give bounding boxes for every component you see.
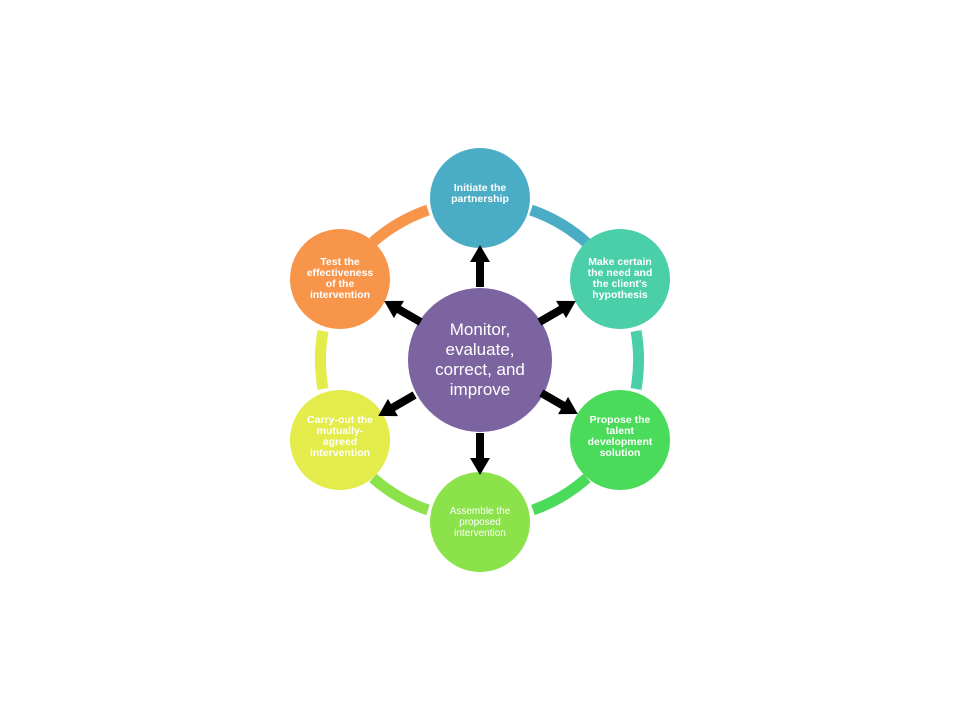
node-label-assemble: Assemble the proposed intervention — [430, 472, 530, 572]
arrow-to-test — [384, 300, 423, 326]
node-label-initiate: Initiate the partnership — [430, 148, 530, 248]
node-text-propose: Propose the talent development solution — [587, 414, 653, 459]
arc-assemble-to-carry-out — [369, 473, 430, 516]
arc-test-to-initiate — [369, 204, 430, 247]
node-circles — [290, 148, 670, 572]
node-text-test: Test the effectiveness of the interventi… — [306, 256, 374, 301]
center-circle — [408, 288, 552, 432]
node-label-test: Test the effectiveness of the interventi… — [290, 229, 390, 329]
arrow-to-initiate — [470, 245, 490, 287]
node-circle-propose — [570, 390, 670, 490]
arc-carry-out-to-test — [314, 330, 329, 390]
ring-arcs — [314, 204, 645, 516]
node-label-make-certain: Make certain the need and the client's h… — [570, 229, 670, 329]
node-text-carry-out: Carry-out the mutually-agreed interventi… — [307, 414, 373, 459]
node-circle-assemble — [430, 472, 530, 572]
arrow-to-carry-out — [378, 391, 417, 417]
arc-propose-to-assemble — [531, 473, 591, 516]
node-circle-carry-out — [290, 390, 390, 490]
arrow-to-make-certain — [537, 300, 576, 326]
center-label: Monitor, evaluate, correct, and improve — [408, 288, 552, 432]
arc-initiate-to-make-certain — [529, 204, 592, 249]
node-label-carry-out: Carry-out the mutually-agreed interventi… — [290, 390, 390, 490]
node-circle-initiate — [430, 148, 530, 248]
arrow-to-assemble — [470, 433, 490, 475]
node-circle-test — [290, 229, 390, 329]
arrows — [378, 245, 578, 475]
node-text-assemble: Assemble the proposed intervention — [449, 505, 511, 539]
node-text-initiate: Initiate the partnership — [451, 182, 509, 205]
node-text-make-certain: Make certain the need and the client's h… — [587, 256, 653, 301]
center-text: Monitor, evaluate, correct, and improve — [435, 320, 525, 399]
arc-make-certain-to-propose — [630, 330, 645, 390]
arrow-to-propose — [539, 389, 578, 415]
node-circle-make-certain — [570, 229, 670, 329]
node-label-propose: Propose the talent development solution — [570, 390, 670, 490]
